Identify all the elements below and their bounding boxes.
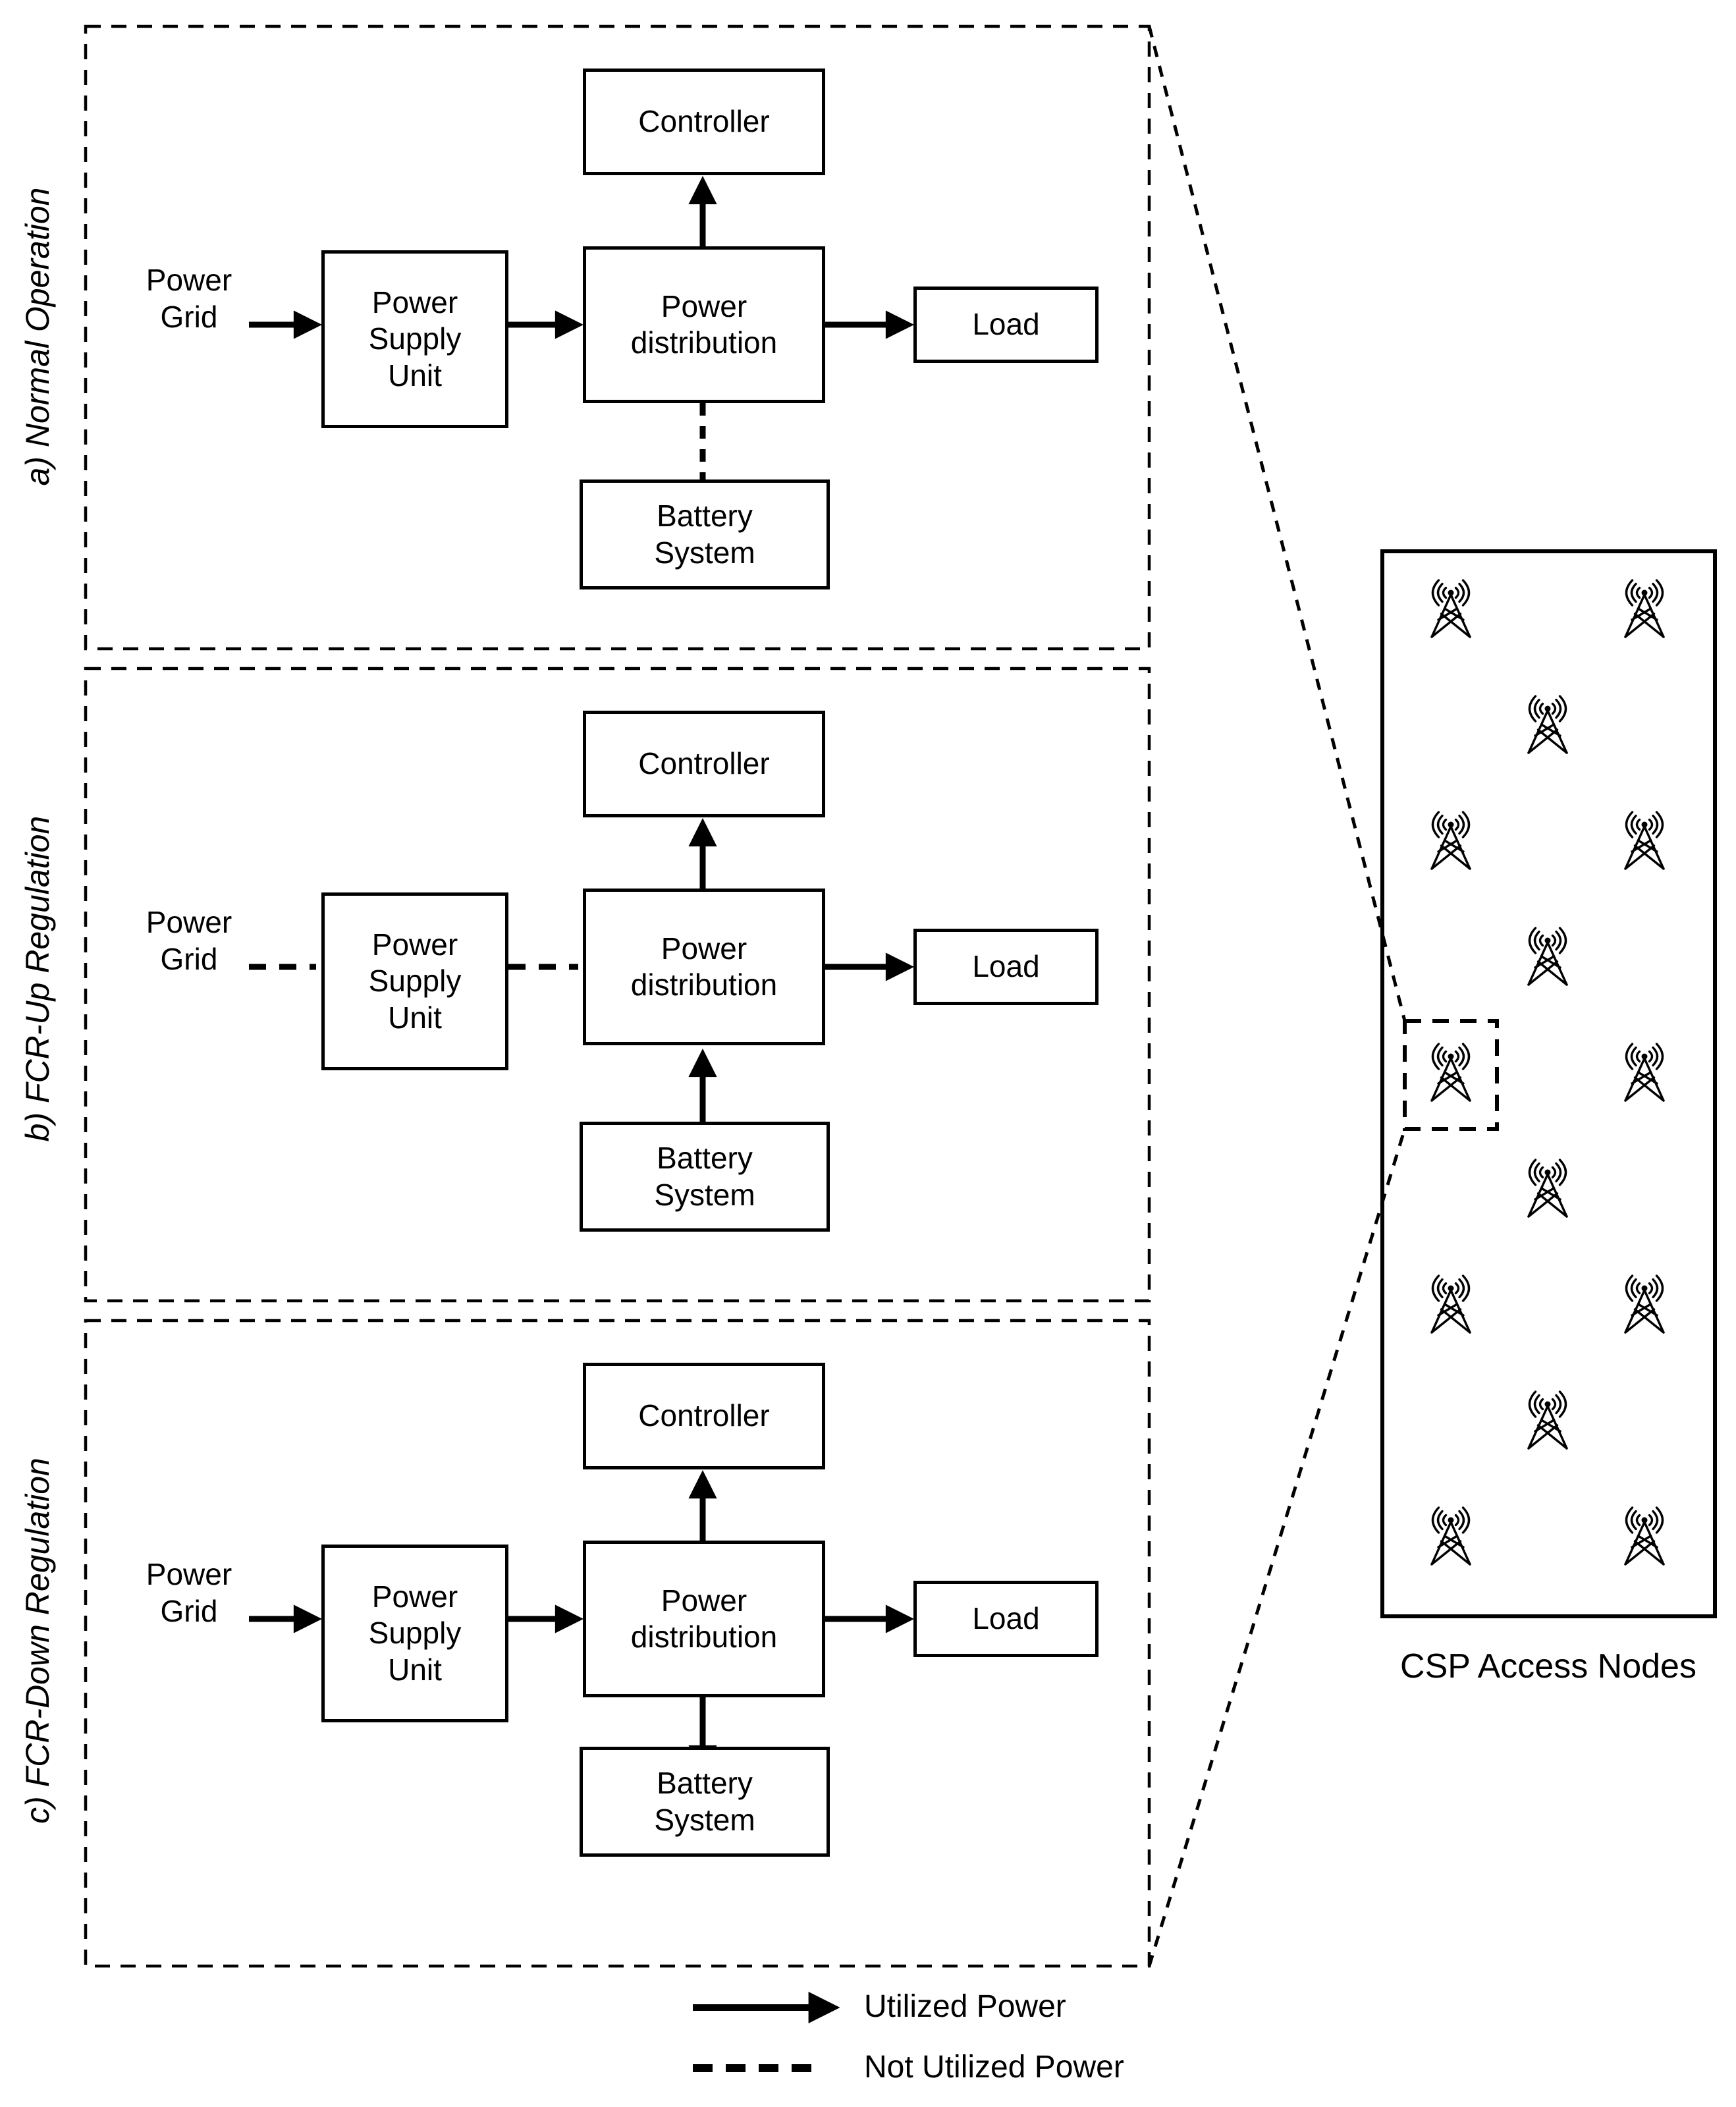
cell-tower-icon (1430, 1043, 1471, 1102)
cell-tower-icon (1430, 579, 1471, 638)
load-box-a: Load (913, 287, 1099, 363)
power-grid-label-b: Power Grid (146, 905, 232, 976)
legend-utilized-label: Utilized Power (864, 1989, 1066, 2024)
cell-tower-icon (1430, 811, 1471, 870)
battery-system-box-b: Battery System (580, 1122, 830, 1232)
section-box-a (84, 24, 1151, 651)
power-supply-unit-box-c: Power Supply Unit (321, 1545, 508, 1722)
battery-system-box-a: Battery System (580, 479, 830, 589)
power-supply-unit-box-b: Power Supply Unit (321, 892, 508, 1070)
cell-tower-icon (1430, 1274, 1471, 1334)
section-label-c: c) FCR-Down Regulation (19, 1458, 56, 1824)
cell-tower-icon (1624, 811, 1665, 870)
cell-tower-icon (1624, 1506, 1665, 1566)
section-box-c (84, 1319, 1151, 1968)
cell-tower-icon (1624, 579, 1665, 638)
power-supply-unit-box-a: Power Supply Unit (321, 250, 508, 428)
cell-tower-icon (1624, 1043, 1665, 1102)
callout-line-bottom (1147, 1128, 1407, 1967)
controller-box-a: Controller (583, 68, 825, 175)
controller-box-b: Controller (583, 711, 825, 817)
cell-tower-icon (1430, 1506, 1471, 1566)
section-label-b: b) FCR-Up Regulation (19, 815, 56, 1142)
power-distribution-box-c: Power distribution (583, 1541, 825, 1697)
cell-tower-grid (1430, 579, 1665, 1566)
legend-not-utilized-label: Not Utilized Power (864, 2050, 1124, 2085)
power-grid-label-a: Power Grid (146, 263, 232, 334)
cell-tower-icon (1527, 695, 1568, 754)
load-box-c: Load (913, 1581, 1099, 1657)
section-label-a: a) Normal Operation (19, 187, 56, 486)
cell-tower-icon (1527, 1159, 1568, 1218)
power-distribution-box-a: Power distribution (583, 246, 825, 403)
battery-system-box-c: Battery System (580, 1747, 830, 1857)
power-grid-label-c: Power Grid (146, 1557, 232, 1628)
cell-tower-icon (1527, 927, 1568, 986)
highlighted-node-box (1403, 1019, 1499, 1131)
power-distribution-box-b: Power distribution (583, 889, 825, 1045)
load-box-b: Load (913, 929, 1099, 1005)
controller-box-c: Controller (583, 1363, 825, 1469)
csp-access-nodes-caption: CSP Access Nodes (1400, 1647, 1696, 1685)
csp-access-nodes-panel (1380, 549, 1717, 1618)
callout-line-top (1147, 26, 1407, 1022)
cell-tower-icon (1624, 1274, 1665, 1334)
cell-tower-icon (1527, 1390, 1568, 1450)
